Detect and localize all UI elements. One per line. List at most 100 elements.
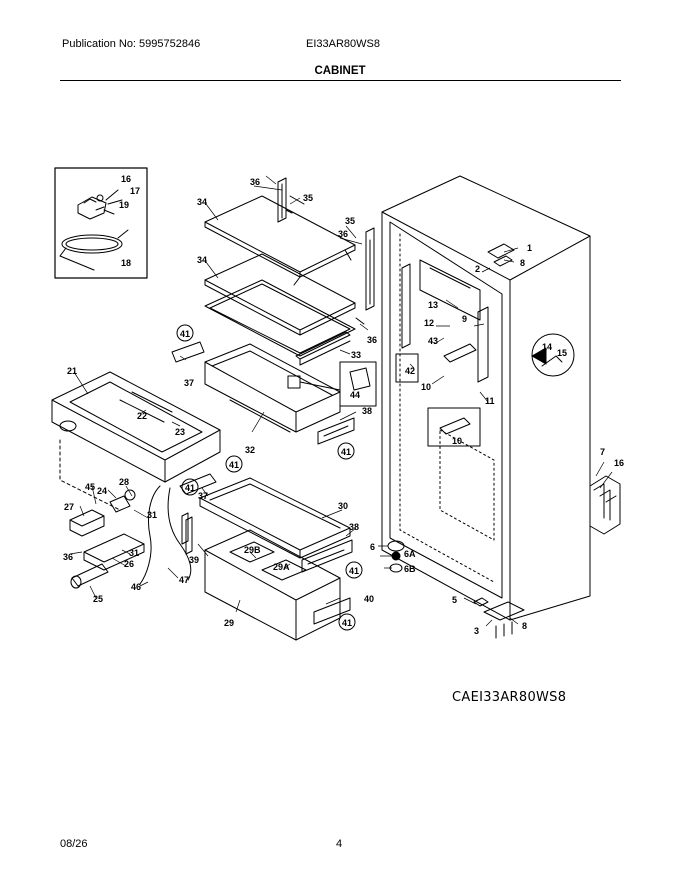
wire-clip [181, 512, 189, 545]
part-label: 26 [124, 559, 134, 569]
drawing-code: CAEI33AR80WS8 [452, 690, 567, 705]
part-label: 33 [351, 350, 361, 360]
part-labels: 1 2 3 5 6 6A 6B 7 8 8 9 10 10 11 12 13 1… [63, 174, 624, 636]
part-label: 37 [184, 378, 194, 388]
glass-shelf-middle [204, 253, 356, 357]
part-label: 11 [485, 396, 495, 406]
part-label: 13 [428, 300, 438, 310]
ice-chute [83, 533, 145, 571]
callout-circle-41 [225, 455, 243, 473]
inset-water-valve [54, 167, 148, 279]
part-label: 6A [404, 549, 416, 559]
part-label: 36 [63, 552, 73, 562]
part-label: 10 [421, 382, 431, 392]
callout-circle-41 [337, 442, 355, 460]
part-label: 6B [404, 564, 416, 574]
part-label: 38 [349, 522, 359, 532]
part-label: 18 [121, 258, 131, 268]
part-label: 39 [189, 555, 199, 565]
divider [185, 516, 193, 555]
control-bracket [401, 263, 411, 349]
header-rule [60, 80, 621, 81]
ice-maker [51, 371, 221, 511]
part-label: 16 [121, 174, 131, 184]
rear-cover [589, 475, 621, 535]
part-label: 8 [520, 258, 525, 268]
part-label: 3 [474, 626, 479, 636]
drawer-handle-cap [171, 341, 205, 363]
callout-circle-41 [338, 613, 356, 631]
part-label: 28 [119, 477, 129, 487]
auger-motor [69, 489, 136, 537]
deli-drawer [204, 343, 341, 433]
callout-box-42 [395, 353, 419, 383]
part-label: 12 [424, 318, 434, 328]
part-label: 35 [303, 193, 313, 203]
part-label: 46 [131, 582, 141, 592]
part-label: 16 [614, 458, 624, 468]
part-label: 41 [229, 460, 239, 470]
part-label: 29B [244, 545, 261, 555]
shelf-bracket [277, 177, 305, 223]
callout-circle-41 [181, 478, 199, 496]
part-label: 41 [185, 483, 195, 493]
part-label: 6 [370, 542, 375, 552]
part-label: 36 [367, 335, 377, 345]
part-label: 34 [197, 255, 207, 265]
part-label: 25 [93, 594, 103, 604]
part-label: 31 [147, 510, 157, 520]
part-label: 17 [130, 186, 140, 196]
washer [391, 551, 401, 561]
section-title: CABINET [314, 65, 366, 77]
wire-harness [139, 485, 192, 585]
drawer-slide [317, 417, 355, 445]
part-label: 36 [250, 177, 260, 187]
part-label: 29A [273, 562, 290, 572]
part-label: 1 [527, 243, 532, 253]
part-label: 2 [475, 264, 480, 274]
part-label: 14 [542, 342, 552, 352]
part-label: 5 [452, 595, 457, 605]
glass-shelf-upper [204, 195, 356, 286]
part-label: 23 [175, 427, 185, 437]
part-label: 37 [198, 491, 208, 501]
part-label: 9 [462, 314, 467, 324]
callout-circle-41 [176, 324, 194, 342]
part-label: 30 [338, 501, 348, 511]
cabinet-liner [381, 175, 591, 621]
part-label: 21 [67, 366, 77, 376]
part-label: 44 [350, 390, 360, 400]
crisper-drawer-front-trim [179, 473, 217, 495]
part-label: 34 [197, 197, 207, 207]
air-damper [477, 306, 489, 383]
part-label: 35 [345, 216, 355, 226]
part-label: 45 [85, 482, 95, 492]
part-label: 24 [97, 486, 107, 496]
part-label: 36 [338, 229, 348, 239]
light-shield [443, 343, 477, 363]
footer-date: 08/26 [60, 838, 88, 850]
part-label: 41 [349, 566, 359, 576]
part-label: 31 [129, 548, 139, 558]
part-label: 41 [180, 329, 190, 339]
part-label: 43 [428, 336, 438, 346]
part-label: 22 [137, 411, 147, 421]
shelf-rail [355, 227, 375, 325]
crisper-cover [199, 477, 351, 559]
part-label: 8 [522, 621, 527, 631]
callout-circle-41 [345, 561, 363, 579]
part-label: 7 [600, 447, 605, 457]
shelf-trim [295, 331, 351, 366]
part-label: 41 [341, 447, 351, 457]
crisper-drawer [204, 529, 341, 641]
part-label: 32 [245, 445, 255, 455]
callout-box-10 [427, 407, 481, 447]
part-label: 40 [364, 594, 374, 604]
part-label: 47 [179, 575, 189, 585]
page-number: 4 [336, 838, 343, 850]
drawer-slide-lower [313, 597, 351, 625]
model-number: EI33AR80WS8 [306, 38, 380, 50]
roller [387, 540, 405, 552]
part-label: 27 [64, 502, 74, 512]
